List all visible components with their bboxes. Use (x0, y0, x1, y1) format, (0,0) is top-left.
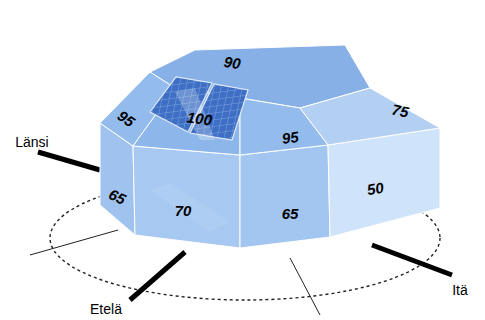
wall-face (133, 146, 240, 248)
axis-line (30, 230, 118, 255)
face-value: 90 (223, 53, 242, 70)
direction-label: Etelä (90, 302, 122, 316)
face-value: 100 (187, 109, 214, 127)
axis-line (290, 258, 320, 315)
wall-sheen (150, 183, 230, 232)
direction-label: Länsi (15, 135, 48, 149)
south-axis (130, 252, 185, 300)
face-value: 65 (282, 206, 299, 221)
roof-face (300, 88, 440, 145)
face-value: 70 (175, 203, 192, 218)
west-axis (38, 152, 100, 170)
direction-label: Itä (452, 283, 468, 297)
face-value: 75 (390, 101, 409, 119)
wall-face (240, 145, 330, 248)
east-axis (372, 245, 452, 275)
panel-sheen (175, 88, 215, 140)
face-value: 95 (281, 128, 300, 145)
face-value: 50 (365, 179, 384, 197)
wall-face (328, 128, 440, 237)
